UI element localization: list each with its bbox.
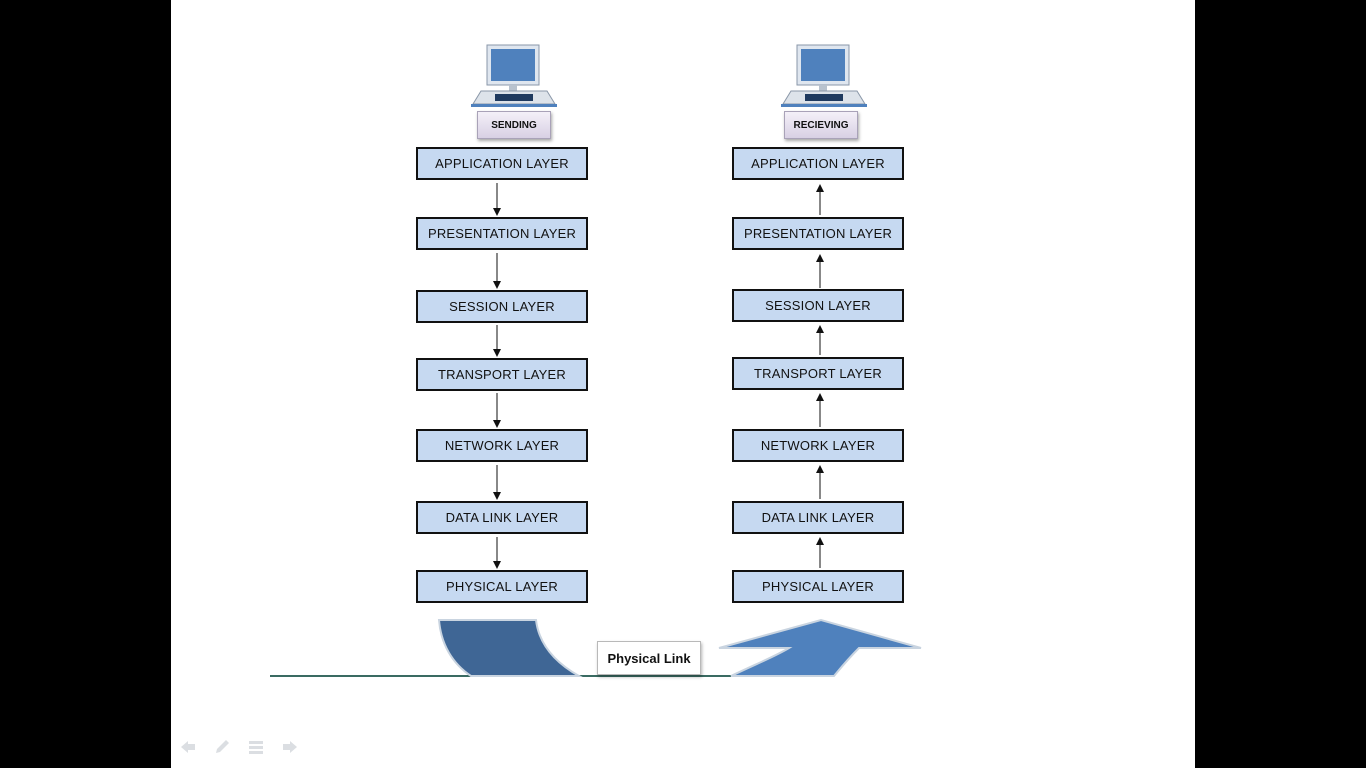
sending-network-layer: NETWORK LAYER [416,429,588,462]
forward-arrow-icon[interactable] [281,738,299,756]
sending-presentation-layer: PRESENTATION LAYER [416,217,588,250]
sending-session-layer: SESSION LAYER [416,290,588,323]
back-arrow-icon[interactable] [179,738,197,756]
sending-physical-layer: PHYSICAL LAYER [416,570,588,603]
receiving-transport-layer: TRANSPORT LAYER [732,357,904,390]
curved-down-arrow [437,619,583,677]
sending-application-layer: APPLICATION LAYER [416,147,588,180]
receiving-application-layer: APPLICATION LAYER [732,147,904,180]
sending-computer-icon [471,44,557,107]
receiving-data-link-layer: DATA LINK LAYER [732,501,904,534]
slide: SENDING RECIEVING APPLICATION LAYER PRES… [171,0,1195,768]
receiving-computer-icon [781,44,867,107]
receiving-network-layer: NETWORK LAYER [732,429,904,462]
diagram-connectors [270,183,922,677]
receiving-presentation-layer: PRESENTATION LAYER [732,217,904,250]
sending-transport-layer: TRANSPORT LAYER [416,358,588,391]
receiving-physical-layer: PHYSICAL LAYER [732,570,904,603]
sending-data-link-layer: DATA LINK LAYER [416,501,588,534]
sending-label: SENDING [477,111,551,139]
receiving-session-layer: SESSION LAYER [732,289,904,322]
physical-link-label: Physical Link [597,641,701,675]
pen-icon[interactable] [213,738,231,756]
curved-up-arrow [718,618,922,677]
menu-icon[interactable] [247,738,265,756]
receiving-label: RECIEVING [784,111,858,139]
